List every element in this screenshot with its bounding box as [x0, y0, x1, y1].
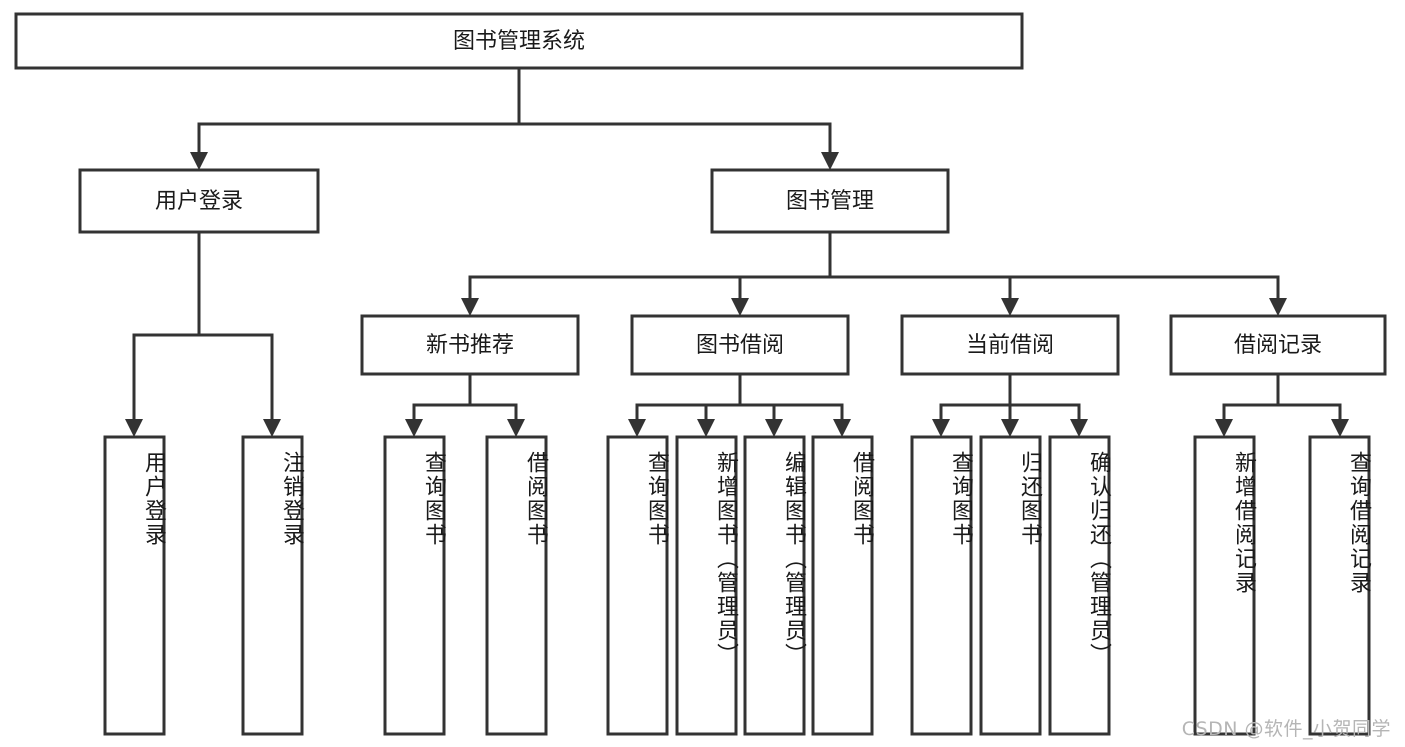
node-leaf-leaf-add-borrow-record[interactable] [1193, 435, 1256, 736]
arrow-head-icon [1215, 419, 1233, 437]
arrow-head-icon [731, 298, 749, 316]
node-label-book-borrow: 图书借阅 [696, 333, 784, 358]
node-label-root: 图书管理系统 [453, 29, 585, 54]
node-label-book-management: 图书管理 [786, 189, 874, 214]
node-label-new-book-recommend: 新书推荐 [426, 333, 514, 358]
node-level2-user-login[interactable] [78, 168, 320, 234]
node-leaf-leaf-return-book[interactable] [979, 435, 1042, 736]
arrow-head-icon [833, 419, 851, 437]
node-leaf-leaf-query-book-2[interactable] [606, 435, 669, 736]
node-leaf-leaf-borrow-book-2[interactable] [811, 435, 874, 736]
arrow-head-icon [405, 419, 423, 437]
arrow-head-icon [125, 419, 143, 437]
arrow-head-icon [507, 419, 525, 437]
node-leaf-leaf-add-book[interactable] [675, 435, 738, 736]
arrow-head-icon [932, 419, 950, 437]
arrow-head-icon [190, 152, 208, 170]
arrow-head-icon [765, 419, 783, 437]
node-root-root[interactable] [14, 12, 1024, 70]
arrow-head-icon [1001, 298, 1019, 316]
node-leaf-leaf-user-logout[interactable] [241, 435, 304, 736]
node-leaf-leaf-confirm-return[interactable] [1048, 435, 1111, 736]
arrow-head-icon [1331, 419, 1349, 437]
node-label-user-login: 用户登录 [155, 189, 243, 214]
node-level3-current-borrow[interactable] [900, 314, 1120, 376]
node-leaf-leaf-query-book-3[interactable] [910, 435, 973, 736]
node-leaf-leaf-query-borrow-record[interactable] [1308, 435, 1371, 736]
arrow-head-icon [1070, 419, 1088, 437]
arrow-head-icon [263, 419, 281, 437]
arrow-head-icon [1269, 298, 1287, 316]
node-level3-borrow-record[interactable] [1169, 314, 1387, 376]
node-leaf-leaf-query-book-1[interactable] [383, 435, 446, 736]
arrow-head-icon [628, 419, 646, 437]
node-leaf-leaf-borrow-book-1[interactable] [485, 435, 548, 736]
node-level2-book-management[interactable] [710, 168, 950, 234]
arrow-head-icon [697, 419, 715, 437]
node-boxes-layer [14, 12, 1387, 736]
arrow-head-icon [821, 152, 839, 170]
node-level3-book-borrow[interactable] [630, 314, 850, 376]
node-level3-new-book-recommend[interactable] [360, 314, 580, 376]
node-label-current-borrow: 当前借阅 [966, 333, 1054, 358]
arrowheads-layer [125, 152, 1349, 437]
arrow-head-icon [1001, 419, 1019, 437]
node-leaf-leaf-user-login[interactable] [103, 435, 166, 736]
node-label-borrow-record: 借阅记录 [1234, 333, 1322, 358]
csdn-watermark: CSDN @软件_小贺同学 [1181, 718, 1391, 740]
arrow-head-icon [461, 298, 479, 316]
node-leaf-leaf-edit-book[interactable] [743, 435, 806, 736]
